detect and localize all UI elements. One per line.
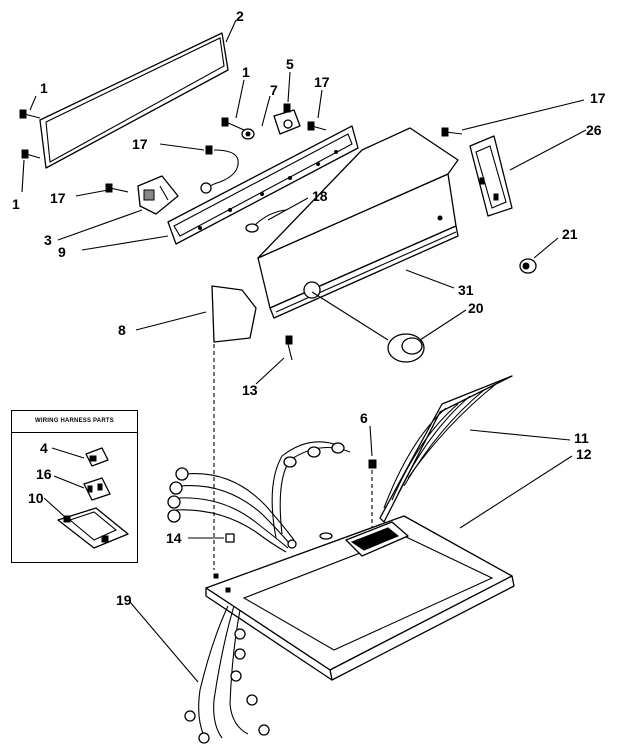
- callout-1: 1: [40, 80, 48, 96]
- callout-18: 18: [312, 188, 328, 204]
- callout-10: 10: [28, 490, 44, 506]
- control-panel: [167, 125, 359, 245]
- callout-17: 17: [590, 90, 606, 106]
- screw-17-a: [307, 121, 327, 131]
- callout-7: 7: [270, 82, 278, 98]
- screw-left-upper: [19, 109, 41, 119]
- wiring-bundle: [167, 441, 351, 553]
- callout-21: 21: [562, 226, 578, 242]
- callout-14: 14: [166, 530, 182, 546]
- inset-divider: [12, 432, 137, 433]
- motor-harness: [184, 605, 270, 744]
- screw-17-b: [441, 127, 463, 137]
- callout-26: 26: [586, 122, 602, 138]
- callout-19: 19: [116, 592, 132, 608]
- callout-1: 1: [242, 64, 250, 80]
- harness-plug-16: [83, 477, 111, 501]
- wiring-harness-inset: WIRING HARNESS PARTS: [11, 410, 138, 563]
- callout-3: 3: [44, 232, 52, 248]
- leader-lines: [21, 19, 587, 683]
- knob-21: [519, 258, 537, 274]
- lamp-wire: [200, 145, 239, 194]
- harness-plug-10: [57, 507, 129, 549]
- inset-title: WIRING HARNESS PARTS: [35, 418, 114, 424]
- callout-17: 17: [50, 190, 66, 206]
- screw-17-c: [105, 183, 129, 193]
- callout-6: 6: [360, 410, 368, 426]
- callout-11: 11: [574, 430, 589, 446]
- callout-1: 1: [12, 196, 20, 212]
- callout-13: 13: [242, 382, 258, 398]
- callout-8: 8: [118, 322, 126, 338]
- callout-9: 9: [58, 244, 66, 260]
- ground-clip: [225, 533, 235, 543]
- callout-5: 5: [286, 56, 294, 72]
- callout-2: 2: [236, 8, 244, 24]
- control-bracket: [137, 175, 179, 215]
- callout-31: 31: [458, 282, 474, 298]
- callout-17: 17: [314, 74, 330, 90]
- screw-center: [221, 117, 255, 140]
- callout-4: 4: [40, 440, 48, 456]
- end-cap-left: [211, 285, 257, 343]
- end-cap-right: [469, 135, 513, 217]
- switch: [273, 103, 301, 135]
- ground-screw: [368, 459, 377, 469]
- top-panel: [205, 515, 515, 681]
- callout-12: 12: [576, 446, 592, 462]
- screw-left-lower: [21, 149, 41, 159]
- main-harness: [379, 375, 513, 523]
- back-panel: [39, 32, 229, 169]
- callout-17: 17: [132, 136, 148, 152]
- callout-20: 20: [468, 300, 484, 316]
- console: [257, 127, 459, 319]
- knob-20: [311, 291, 425, 363]
- lamp-wire-18: [245, 209, 287, 233]
- screw-13: [285, 335, 293, 361]
- harness-connector-4: [85, 447, 109, 467]
- callout-16: 16: [36, 466, 52, 482]
